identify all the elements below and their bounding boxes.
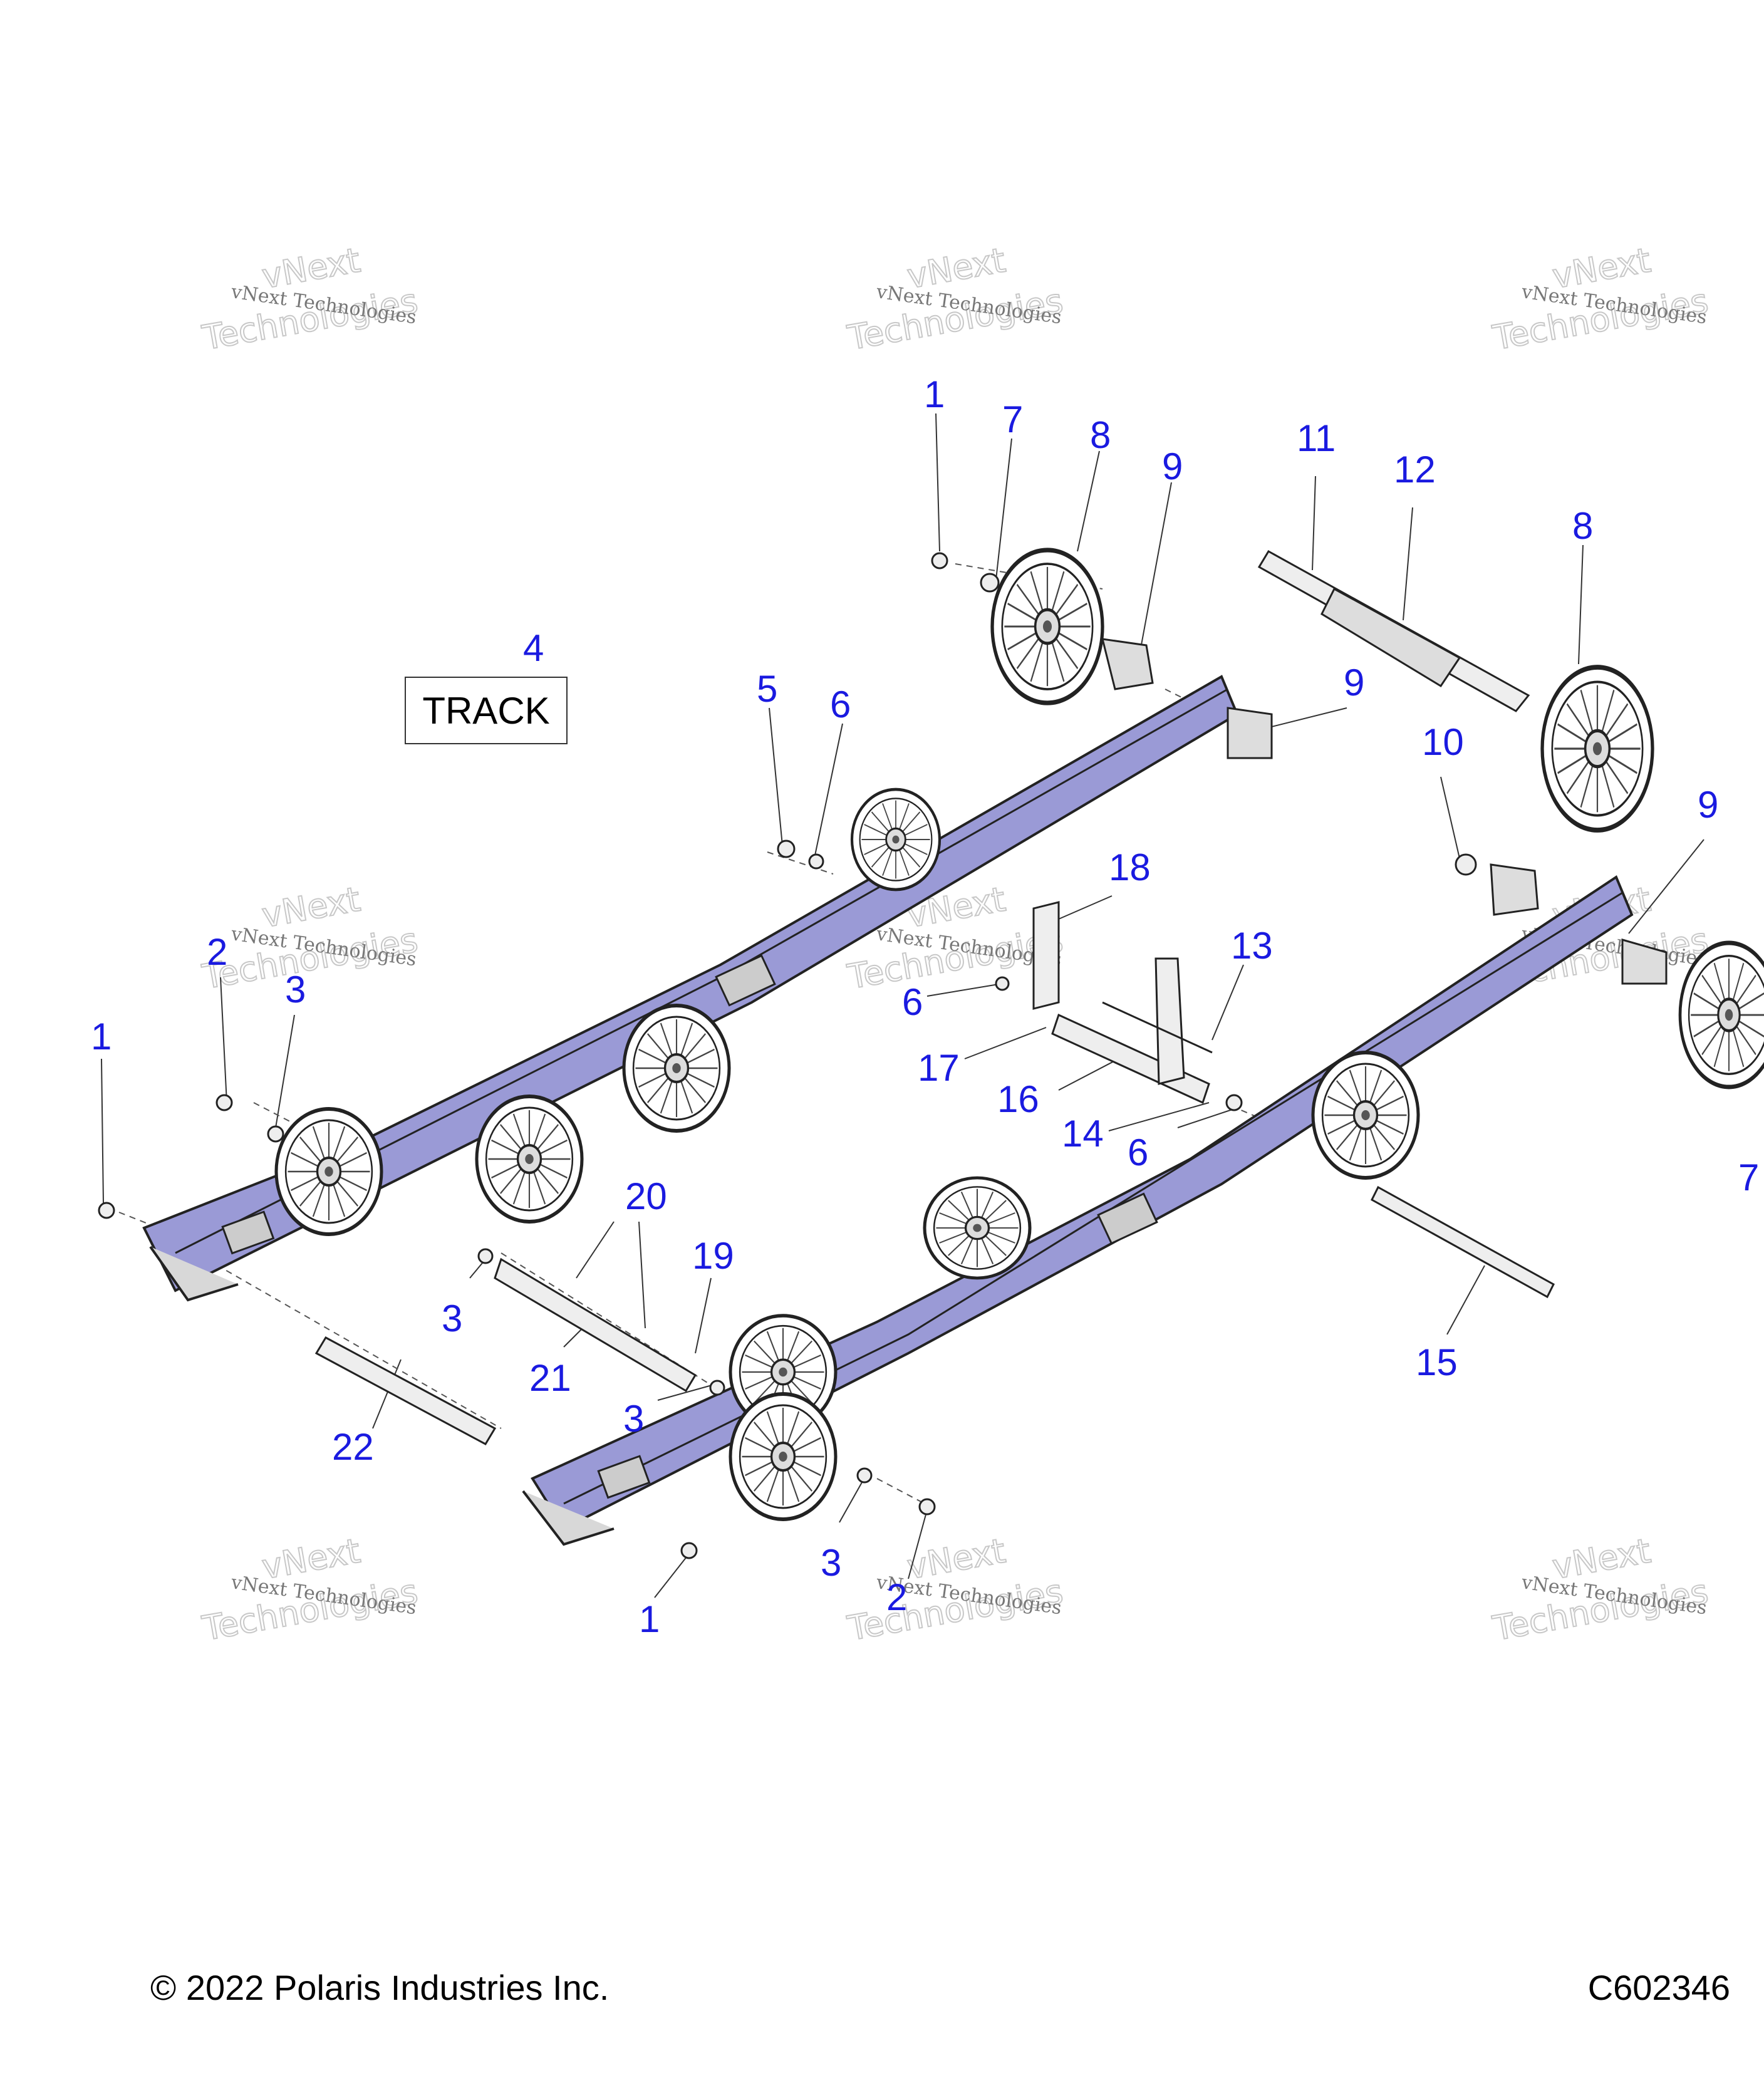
callout-label: 1 — [639, 1598, 660, 1640]
track-label: TRACK — [422, 689, 550, 732]
figure-id: C602346 — [1587, 1968, 1730, 2007]
callout-label: 6 — [902, 981, 923, 1023]
copyright-notice: © 2022 Polaris Industries Inc. — [150, 1968, 610, 2007]
callout-label: 7 — [1002, 398, 1023, 440]
callout-label: 8 — [1090, 414, 1111, 456]
callout-label: 11 — [1297, 417, 1336, 459]
right-rail — [522, 875, 1634, 1546]
callout-label: 17 — [918, 1047, 960, 1089]
callout-label: 3 — [623, 1398, 644, 1440]
callout-label: 3 — [285, 969, 306, 1011]
leader-lines — [101, 413, 1704, 1598]
callout-label: 3 — [821, 1542, 841, 1584]
callout-label: 4 — [523, 627, 544, 669]
callout-label: 15 — [1416, 1341, 1458, 1383]
callout-label: 7 — [1738, 1157, 1759, 1198]
callout-label: 19 — [692, 1235, 734, 1277]
callout-label: 14 — [1062, 1113, 1104, 1155]
track-label-box: TRACK — [405, 677, 568, 744]
callout-label: 3 — [442, 1297, 462, 1339]
callout-label: 8 — [1572, 505, 1593, 547]
callout-label: 18 — [1109, 846, 1151, 888]
callout-label: 21 — [529, 1357, 571, 1399]
callout-label: 9 — [1344, 662, 1364, 704]
callout-label: 5 — [757, 668, 777, 710]
watermarks: vNext Technologies vNext Technologies vN… — [199, 240, 1712, 1649]
callout-label: 2 — [207, 931, 227, 973]
callout-label: 9 — [1162, 445, 1183, 487]
callout-label: 6 — [830, 684, 851, 725]
callout-label: 22 — [332, 1426, 374, 1468]
callout-label: 16 — [997, 1078, 1039, 1120]
callout-label: 1 — [924, 373, 945, 415]
callouts: 1 7 8 9 11 12 8 4 5 6 9 10 9 18 13 2 3 1… — [91, 373, 1759, 1640]
callout-label: 1 — [91, 1016, 112, 1058]
callout-label: 12 — [1394, 449, 1436, 491]
callout-label: 9 — [1698, 784, 1718, 826]
callout-label: 2 — [886, 1576, 907, 1618]
watermark-big: vNext — [259, 880, 363, 935]
callout-label: 6 — [1128, 1131, 1148, 1173]
callout-label: 20 — [625, 1175, 667, 1217]
callout-label: 13 — [1231, 925, 1273, 967]
small-parts — [98, 549, 1668, 1559]
callout-label: 10 — [1422, 721, 1464, 763]
